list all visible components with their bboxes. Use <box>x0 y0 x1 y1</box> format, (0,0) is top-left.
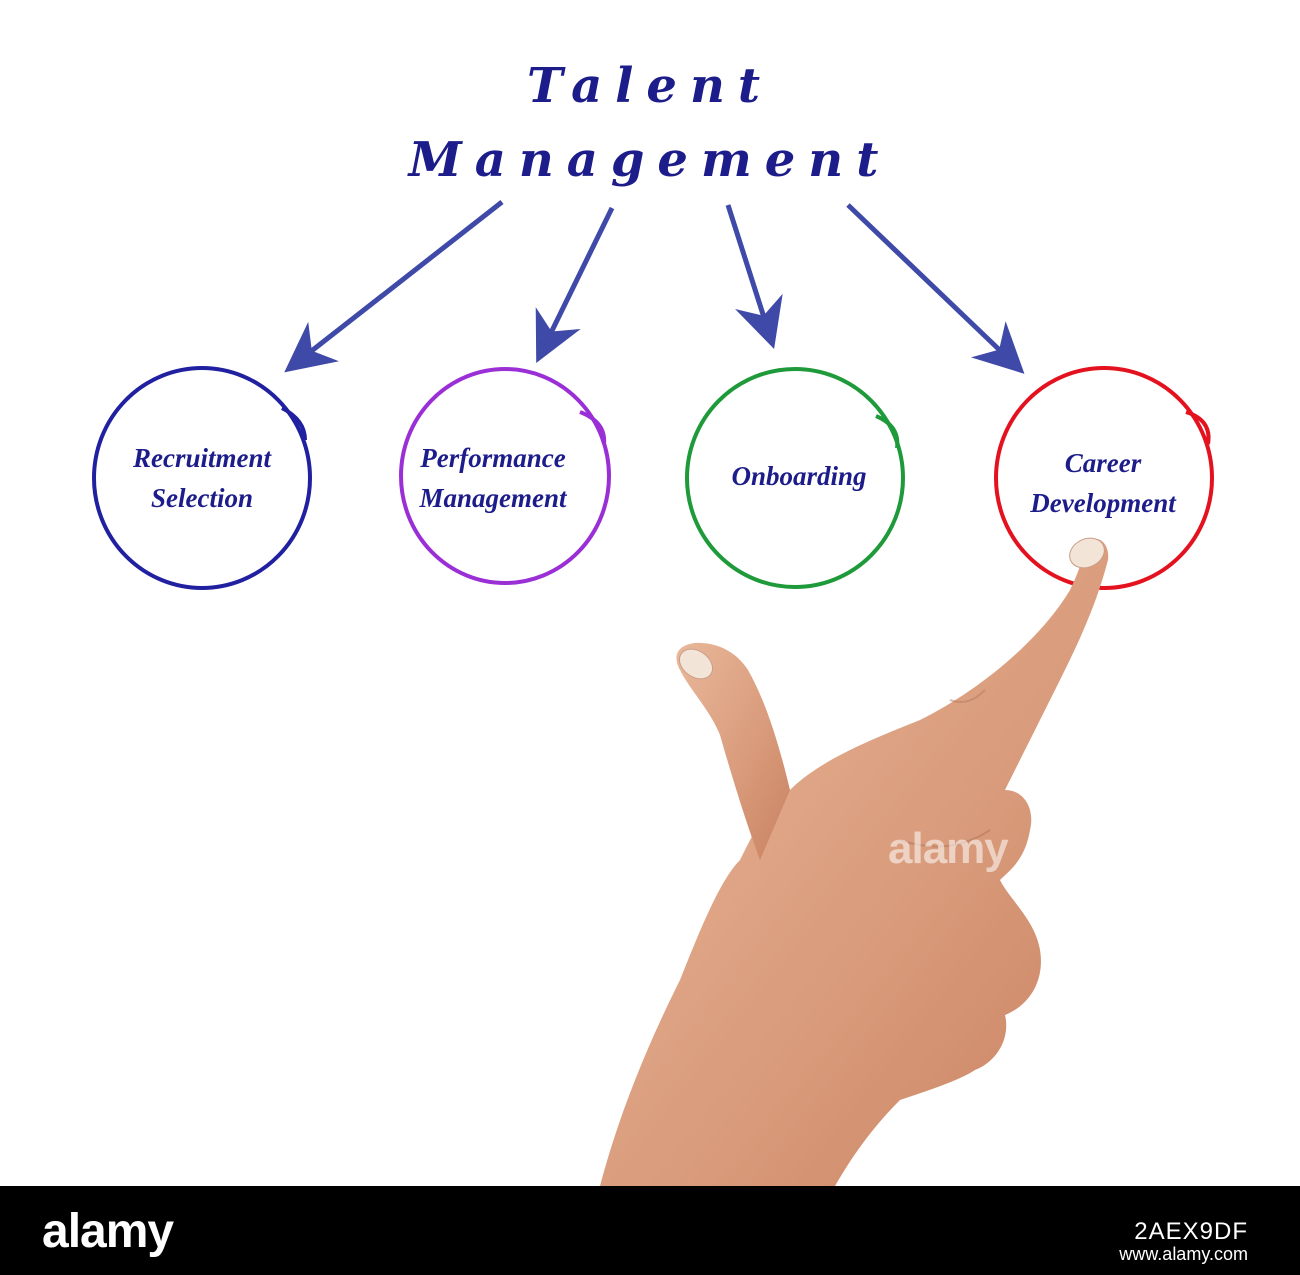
node-line2: Selection <box>151 483 253 513</box>
index-fingernail <box>1069 537 1105 569</box>
arrow-to-recruitment <box>284 200 504 373</box>
finger-crease <box>949 689 986 703</box>
diagram-graphic <box>92 200 1214 590</box>
node-line2: Development <box>1030 488 1176 518</box>
circle-onboarding-tail <box>875 414 900 449</box>
circle-career-tail <box>1185 410 1211 445</box>
circle-recruitment <box>92 366 312 590</box>
circle-performance <box>399 367 611 585</box>
node-line2: Management <box>419 483 567 513</box>
diagram-title-line-2: Management <box>408 132 892 188</box>
diagram-title-line-1: Talent <box>526 58 774 114</box>
node-label-career: Career Development <box>988 443 1218 523</box>
alamy-logo: alamy <box>42 1205 174 1258</box>
node-line1: Career <box>1064 448 1142 478</box>
circles <box>92 366 1214 590</box>
arrows <box>284 200 1025 374</box>
thumb <box>676 642 790 860</box>
knuckle-crease <box>899 829 991 848</box>
node-line1: Performance <box>420 443 566 473</box>
circle-performance-tail <box>579 410 607 445</box>
stock-footer-bar: alamy 2AEX9DF www.alamy.com <box>0 1186 1300 1275</box>
node-label-onboarding: Onboarding <box>684 456 914 496</box>
circle-recruitment-tail <box>281 406 307 441</box>
node-label-recruitment: Recruitment Selection <box>87 438 317 518</box>
image-id: 2AEX9DF <box>1134 1218 1248 1245</box>
circle-onboarding <box>685 367 905 589</box>
node-label-performance: Performance Management <box>378 438 608 518</box>
pointing-hand-image <box>600 537 1109 1186</box>
hand-silhouette <box>600 538 1109 1186</box>
circle-career <box>994 366 1214 590</box>
arrow-to-career <box>846 203 1025 374</box>
arrow-to-onboarding <box>725 204 783 350</box>
thumb-fingernail <box>678 648 714 680</box>
alamy-watermark: alamy <box>888 824 1009 873</box>
node-line1: Recruitment <box>132 443 271 473</box>
arrow-to-performance <box>535 206 615 363</box>
site-url: www.alamy.com <box>1119 1244 1248 1264</box>
node-line1: Onboarding <box>731 461 867 491</box>
